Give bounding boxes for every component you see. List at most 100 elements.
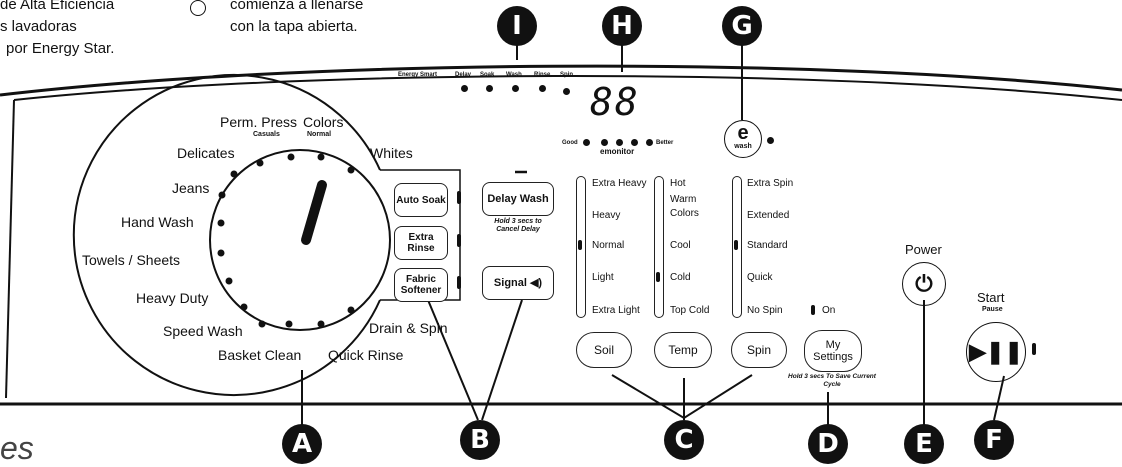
status-wash-light <box>512 85 519 92</box>
start-indicator <box>1032 343 1036 355</box>
cycle-heavy-duty[interactable]: Heavy Duty <box>136 290 209 306</box>
spin-no-spin: No Spin <box>747 305 783 316</box>
bottom-fragment: es <box>0 430 34 466</box>
cycle-colors[interactable]: Colors <box>303 114 344 130</box>
soil-light: Light <box>592 272 614 283</box>
callout-a: A <box>282 424 322 464</box>
ewash-label: wash <box>734 143 752 150</box>
spin-quick: Quick <box>747 272 773 283</box>
callout-e: E <box>904 424 944 464</box>
start-pause-label: Pause <box>982 306 1003 313</box>
spin-standard: Standard <box>747 240 788 251</box>
temp-top-cold: Top Cold <box>670 305 710 316</box>
start-label: Start <box>977 290 1005 305</box>
delay-wash-button[interactable]: Delay Wash <box>482 182 554 216</box>
auto-soak-button[interactable]: Auto Soak <box>394 183 448 217</box>
temp-selected-indicator <box>656 272 660 282</box>
spin-selected-indicator <box>734 240 738 250</box>
callout-g: G <box>722 6 762 46</box>
soil-level-rail <box>576 176 586 318</box>
status-wash: Wash <box>506 72 522 78</box>
status-soak: Soak <box>480 72 495 78</box>
header-middle-line-1: comienza a llenarse <box>230 0 364 13</box>
signal-label: Signal <box>493 276 527 289</box>
my-settings-hint: Hold 3 secs To Save Current Cycle <box>788 373 876 388</box>
emonitor-light-5 <box>646 139 653 146</box>
ewash-letter: e <box>737 122 749 144</box>
my-settings-on: On <box>822 305 836 316</box>
play-pause-icon: ▶❚❚ <box>969 339 1023 364</box>
soil-selected-indicator <box>578 240 582 250</box>
callout-c: C <box>664 420 704 460</box>
status-delay-light <box>461 85 468 92</box>
speaker-icon: ◀) <box>529 276 543 289</box>
energy-star-icon <box>190 0 206 16</box>
callout-i: I <box>497 6 537 46</box>
status-rinse: Rinse <box>534 72 551 78</box>
spin-extra-spin: Extra Spin <box>747 178 794 189</box>
my-settings-button[interactable]: My Settings <box>804 330 862 372</box>
cycle-perm-press[interactable]: Perm. Press <box>220 114 298 130</box>
temp-cool: Cool <box>670 240 691 251</box>
header-left-text: de Alta Eficiencia s lavadoras por Energ… <box>0 0 114 60</box>
cycle-whites[interactable]: Whites <box>370 145 413 161</box>
callout-d: D <box>808 424 848 464</box>
power-button[interactable]: ⏻ <box>902 262 946 306</box>
callout-b: B <box>460 420 500 460</box>
emonitor-light-3 <box>616 139 623 146</box>
cycle-basket-clean[interactable]: Basket Clean <box>218 347 302 363</box>
soil-extra-light: Extra Light <box>592 305 640 316</box>
callout-f: F <box>974 420 1014 460</box>
ewash-button[interactable]: e wash <box>724 120 762 158</box>
cycle-casuals: Casuals <box>253 131 280 138</box>
emonitor-label: emonitor <box>600 147 635 156</box>
cycle-towels-sheets[interactable]: Towels / Sheets <box>82 252 181 268</box>
extra-rinse-indicator <box>457 234 461 247</box>
status-energy-smart: Energy Smart <box>398 72 438 78</box>
temp-level-rail <box>654 176 664 318</box>
cycle-jeans[interactable]: Jeans <box>172 180 210 196</box>
temp-button[interactable]: Temp <box>654 332 712 368</box>
cycle-quick-rinse[interactable]: Quick Rinse <box>328 347 404 363</box>
time-display: 88 <box>590 80 640 124</box>
soil-normal: Normal <box>592 240 625 251</box>
header-middle-text: comienza a llenarse con la tapa abierta. <box>230 0 363 38</box>
header-middle-line-2: con la tapa abierta. <box>230 18 358 35</box>
signal-button[interactable]: Signal ◀) <box>482 266 554 300</box>
power-icon: ⏻ <box>915 271 933 296</box>
status-rinse-light <box>539 85 546 92</box>
start-pause-button[interactable]: ▶❚❚ <box>966 322 1026 382</box>
header-left-line-2: s lavadoras <box>0 18 77 35</box>
cycle-hand-wash[interactable]: Hand Wash <box>121 214 194 230</box>
emonitor-light-1 <box>583 139 590 146</box>
cycle-delicates[interactable]: Delicates <box>177 145 235 161</box>
delay-wash-hint: Hold 3 secs to Cancel Delay <box>494 218 542 233</box>
cycle-drain-spin[interactable]: Drain & Spin <box>369 320 448 336</box>
my-settings-on-indicator <box>811 305 815 315</box>
temp-warm: Warm <box>670 194 697 205</box>
fabric-softener-indicator <box>457 276 461 289</box>
soil-button[interactable]: Soil <box>576 332 632 368</box>
spin-extended: Extended <box>747 210 790 221</box>
cycle-speed-wash[interactable]: Speed Wash <box>163 323 243 339</box>
status-spin: Spin <box>560 72 573 78</box>
emonitor-light-4 <box>631 139 638 146</box>
temp-cold: Cold <box>670 272 691 283</box>
status-delay: Delay <box>455 72 472 78</box>
soil-heavy: Heavy <box>592 210 621 221</box>
callout-h: H <box>602 6 642 46</box>
header-left-line-3: por Energy Star. <box>6 40 115 57</box>
status-spin-light <box>563 88 570 95</box>
spin-level-rail <box>732 176 742 318</box>
fabric-softener-button[interactable]: Fabric Softener <box>394 268 448 302</box>
extra-rinse-button[interactable]: Extra Rinse <box>394 226 448 260</box>
temp-colors: Colors <box>670 208 699 219</box>
emonitor-good: Good <box>562 140 578 146</box>
status-soak-light <box>486 85 493 92</box>
dial-position-dots <box>217 153 355 328</box>
cycle-normal: Normal <box>307 131 332 138</box>
spin-button[interactable]: Spin <box>731 332 787 368</box>
emonitor-light-2 <box>601 139 608 146</box>
power-label: Power <box>905 242 942 257</box>
